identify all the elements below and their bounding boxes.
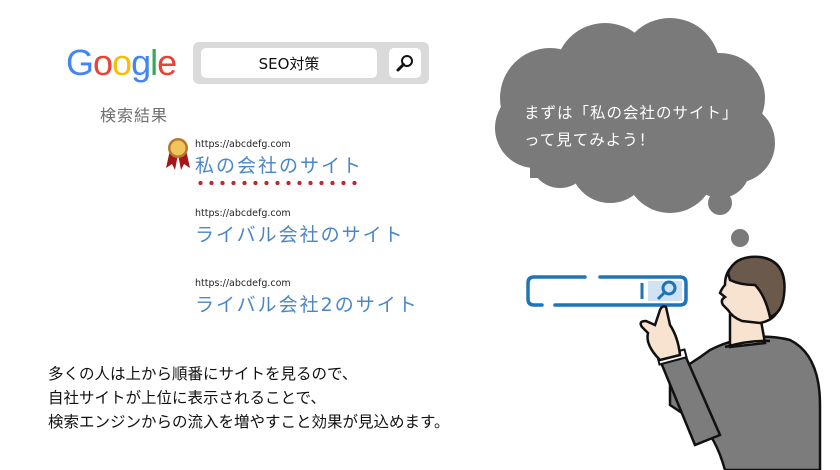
search-result: https://abcdefg.com ライバル会社2のサイト [195, 278, 419, 317]
magnifier-icon [396, 55, 413, 72]
result-url: https://abcdefg.com [195, 139, 291, 150]
award-ribbon-icon [166, 138, 190, 170]
explanation-text: 多くの人は上から順番にサイトを見るので、 自社サイトが上位に表示されることで、 … [48, 362, 449, 434]
search-result: https://abcdefg.com ライバル会社のサイト [195, 208, 405, 247]
logo-letter: o [93, 42, 113, 83]
logo-letter: l [150, 42, 158, 83]
explanation-line: 検索エンジンからの流入を増やすこと効果が見込めます。 [48, 413, 450, 431]
logo-letter: G [66, 42, 94, 83]
illustration-search-bar-icon [526, 275, 688, 307]
result-url: https://abcdefg.com [195, 208, 291, 219]
search-input[interactable]: SEO対策 [201, 48, 377, 78]
dotted-underline [195, 180, 360, 186]
explanation-line: 多くの人は上から順番にサイトを見るので、 [48, 365, 358, 383]
search-result: https://abcdefg.com 私の会社のサイト [195, 139, 363, 178]
result-url: https://abcdefg.com [195, 278, 291, 289]
result-title-link[interactable]: ライバル会社2のサイト [195, 294, 419, 316]
man-pointing-illustration [526, 255, 822, 470]
logo-letter: o [112, 42, 132, 83]
thought-line: って見てみよう！ [524, 131, 656, 149]
thought-line: まずは「私の会社のサイト」 [524, 104, 739, 122]
result-title-link[interactable]: 私の会社のサイト [195, 155, 364, 177]
explanation-line: 自社サイトが上位に表示されることで、 [48, 389, 326, 407]
result-title-link[interactable]: ライバル会社のサイト [195, 224, 405, 246]
thought-bubble-text: まずは「私の会社のサイト」 って見てみよう！ [524, 100, 739, 154]
logo-letter: g [131, 42, 151, 83]
logo-letter: e [157, 42, 177, 83]
results-label: 検索結果 [100, 106, 169, 125]
search-bar: SEO対策 [193, 42, 429, 84]
search-button[interactable] [389, 48, 421, 78]
google-logo: Google [66, 42, 177, 84]
thought-bubble-icon [495, 18, 775, 247]
